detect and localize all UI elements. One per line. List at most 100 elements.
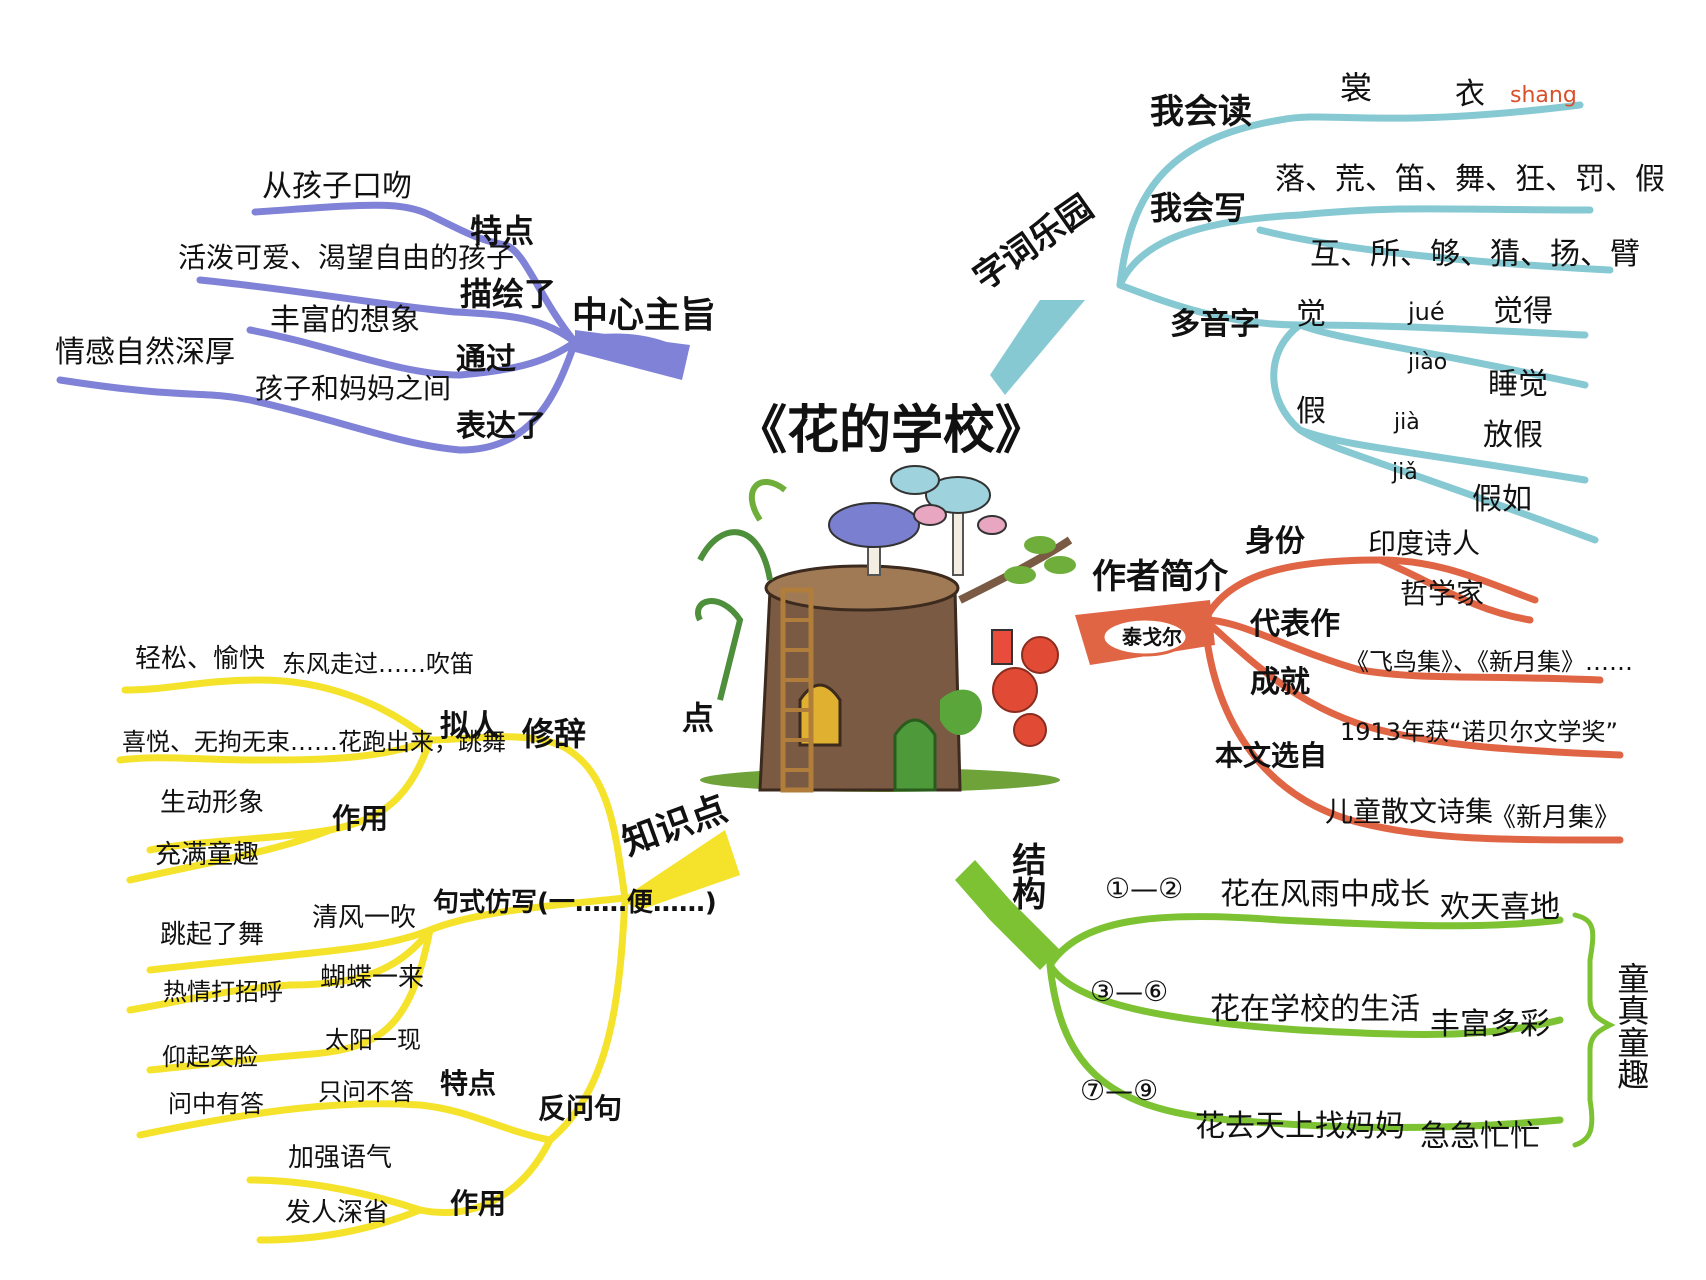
poly-jia-word-2: 假如 xyxy=(1472,482,1532,517)
theme-root-label: 中心主旨 xyxy=(572,295,717,336)
theme-depict-label: 描绘了 xyxy=(460,275,557,313)
personification-feel-1: 轻松、愉快 xyxy=(135,644,266,674)
poly-jue-word-2: 睡觉 xyxy=(1488,367,1548,402)
author-achieve-value: 1913年获“诺贝尔文学奖” xyxy=(1340,718,1618,746)
structure-row-2-mood: 丰富多彩 xyxy=(1430,1007,1550,1042)
pattern-row-3-b: 仰起笑脸 xyxy=(162,1043,258,1071)
pattern-row-2-b: 热情打招呼 xyxy=(163,978,283,1006)
poly-jia-word-1: 放假 xyxy=(1483,418,1543,453)
stump-door xyxy=(893,718,937,792)
knowledge-branch xyxy=(116,676,740,1244)
theme-express-label: 表达了 xyxy=(456,409,546,444)
vocab-write-row-1: 落、荒、笛、舞、狂、罚、假 xyxy=(1275,162,1665,197)
vocab-write-label: 我会写 xyxy=(1150,189,1247,227)
theme-feature-leaf: 从孩子口吻 xyxy=(262,169,412,204)
theme-express-leaf: 情感自然深厚 xyxy=(55,335,235,370)
structure-row-3-mood: 急急忙忙 xyxy=(1420,1119,1540,1154)
ladder xyxy=(780,587,814,793)
vocab-read-char-2: 衣 xyxy=(1455,77,1485,112)
structure-row-1-para: ①—② xyxy=(1105,872,1184,905)
structure-root-label: 结构 xyxy=(1005,842,1046,910)
personification-label: 拟人 xyxy=(440,709,500,744)
poly-jia-pinyin-1: jià xyxy=(1394,410,1420,435)
fern-curl xyxy=(748,479,787,522)
structure-row-3-content: 花去天上找妈妈 xyxy=(1195,1109,1405,1144)
knowledge-stray-char: 点 xyxy=(682,699,715,737)
author-name-badge xyxy=(1101,617,1189,657)
lantern xyxy=(991,629,1013,665)
vocab-read-pinyin: shang xyxy=(1510,83,1577,108)
structure-row-2-para: ③—⑥ xyxy=(1090,975,1169,1008)
structure-row-1-mood: 欢天喜地 xyxy=(1440,890,1560,925)
theme-through-leaf: 丰富的想象 xyxy=(270,303,420,338)
structure-ribbon xyxy=(955,860,1060,970)
structure-summary-text: 童真童趣 xyxy=(1612,962,1651,1090)
rhetq-effect-a: 加强语气 xyxy=(288,1143,393,1173)
theme-express-mid: 孩子和妈妈之间 xyxy=(255,372,452,405)
personification-effect-label: 作用 xyxy=(332,802,389,835)
structure-branch xyxy=(955,860,1616,1148)
rhetq-feature-b: 问中有答 xyxy=(168,1090,264,1118)
vine xyxy=(940,689,982,735)
rhetorical-question-label: 反问句 xyxy=(538,1092,623,1125)
author-identity-value-2: 哲学家 xyxy=(1400,577,1485,610)
structure-row-1-content: 花在风雨中成长 xyxy=(1220,877,1430,912)
author-name: 泰戈尔 xyxy=(1122,625,1182,649)
theme-depict-leaf: 活泼可爱、渴望自由的孩子 xyxy=(178,241,515,274)
structure-row-2-content: 花在学校的生活 xyxy=(1210,992,1420,1027)
rhetq-effect-b: 发人深省 xyxy=(285,1198,390,1228)
poly-jia-char: 假 xyxy=(1296,394,1326,429)
vocab-ribbon xyxy=(990,300,1085,395)
fern-left xyxy=(697,529,773,581)
author-root-label: 作者简介 xyxy=(1092,557,1228,597)
page-title: 《花的学校》 xyxy=(735,400,1048,461)
red-flower xyxy=(992,667,1038,713)
stump-window xyxy=(798,683,842,747)
theme-feature-label: 特点 xyxy=(470,212,535,250)
personification-sentence-2: 喜悦、无拘无束……花跑出来，跳舞 xyxy=(122,728,506,756)
pattern-label: 句式仿写(一……便……) xyxy=(433,888,717,918)
structure-root-text: 结构 xyxy=(1005,842,1046,910)
poly-jia-pinyin-2: jiǎ xyxy=(1392,460,1418,485)
vocab-write-row-2: 互、所、够、猜、扬、臂 xyxy=(1310,237,1640,272)
author-source-value-2: 《新月集》 xyxy=(1490,803,1621,833)
vocab-branch xyxy=(990,101,1614,544)
vocab-poly-label: 多音字 xyxy=(1170,307,1260,342)
structure-summary: 童真童趣 xyxy=(1612,962,1650,1090)
mushroom-purple xyxy=(828,502,920,548)
personification-effect-1: 生动形象 xyxy=(160,788,265,818)
author-works-value: 《飞鸟集》、《新月集》…… xyxy=(1345,648,1633,676)
mushroom-blue xyxy=(925,476,991,514)
author-branch xyxy=(1075,556,1624,844)
author-works-label: 代表作 xyxy=(1250,607,1340,642)
vocab-read-char-1: 裳 xyxy=(1340,69,1373,107)
rhetq-feature-label: 特点 xyxy=(440,1067,497,1100)
theme-ribbon-end xyxy=(575,330,690,380)
author-identity-value-1: 印度诗人 xyxy=(1368,527,1481,560)
tree-stump-illustration xyxy=(695,465,1076,793)
personification-sentence-1: 东风走过……吹笛 xyxy=(282,650,474,678)
pattern-row-1-a: 清风一吹 xyxy=(312,903,417,933)
rhetq-effect-label: 作用 xyxy=(450,1187,507,1220)
vocab-read-label: 我会读 xyxy=(1150,92,1252,132)
author-achieve-label: 成就 xyxy=(1250,665,1310,700)
author-identity-label: 身份 xyxy=(1245,524,1305,559)
stump-top xyxy=(764,564,960,612)
author-source-value-1: 儿童散文诗集 xyxy=(1325,795,1494,828)
personification-effect-2: 充满童趣 xyxy=(155,840,260,870)
pattern-row-1-b: 跳起了舞 xyxy=(160,920,265,950)
mushroom-pink xyxy=(913,504,947,526)
pattern-row-3-a: 太阳一现 xyxy=(325,1026,421,1054)
poly-jue-char: 觉 xyxy=(1296,297,1326,332)
rhetoric-label: 修辞 xyxy=(522,715,587,753)
knowledge-ribbon xyxy=(620,830,740,910)
poly-jue-pinyin-2: jiào xyxy=(1408,350,1448,375)
poly-jue-word-1: 觉得 xyxy=(1493,294,1553,329)
author-source-label: 本文选自 xyxy=(1215,739,1328,772)
theme-branch xyxy=(56,201,690,454)
rhetq-feature-a: 只问不答 xyxy=(318,1078,414,1106)
structure-row-3-para: ⑦—⑨ xyxy=(1080,1074,1159,1107)
poly-jue-pinyin-1: jué xyxy=(1408,298,1445,326)
pattern-row-2-a: 蝴蝶一来 xyxy=(320,963,425,993)
